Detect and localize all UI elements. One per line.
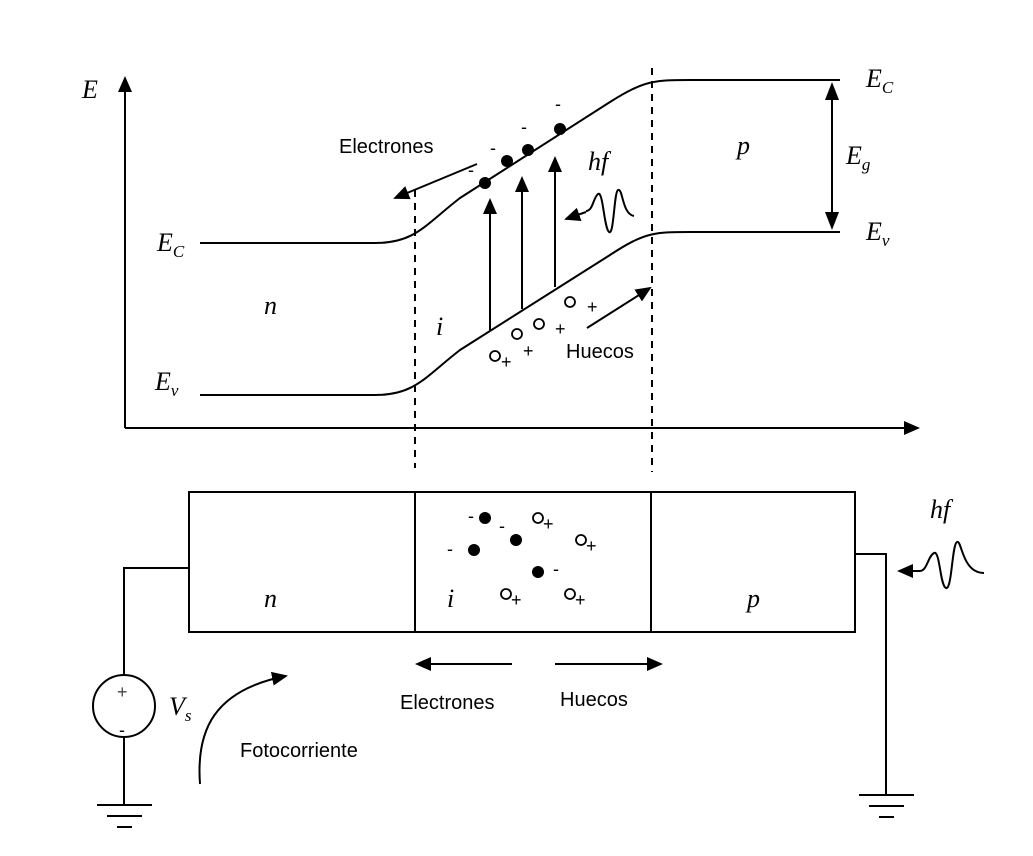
device-region-p-label: p: [745, 584, 760, 613]
conduction-band-edge: [200, 79, 840, 244]
ec-right-label: EC: [865, 64, 894, 97]
electrons-drift-arrow: [393, 163, 478, 200]
device-holes-label: Huecos: [560, 689, 628, 711]
photon-label: hf: [588, 147, 612, 176]
hole-circle: [533, 318, 545, 330]
electron-dot: [510, 534, 522, 546]
right-lead-wire: [855, 553, 887, 794]
hole-charge: +: [511, 590, 522, 610]
left-lead-wire: [123, 567, 189, 675]
region-n-label: n: [264, 291, 277, 320]
hole-charge: +: [586, 536, 597, 556]
electron-charge: -: [555, 94, 561, 114]
electron-dot: [501, 155, 513, 167]
hole-charge: +: [543, 514, 554, 534]
bandgap-label: Eg: [845, 141, 870, 174]
device-electrons-label: Electrones: [400, 692, 495, 714]
holes-drift-label: Huecos: [566, 341, 634, 363]
voltage-source-label: Vs: [169, 692, 192, 725]
hole-circle: [500, 588, 512, 600]
hole-circle: [489, 350, 501, 362]
electron-charge: -: [499, 516, 505, 536]
hole-charge: +: [555, 319, 566, 339]
electron-dot: [522, 144, 534, 156]
photon-arrow: [564, 207, 587, 221]
device-region-n-label: n: [264, 584, 277, 613]
electron-dot: [479, 177, 491, 189]
hole-charge: +: [501, 352, 512, 372]
electron-charge: -: [521, 117, 527, 137]
hole-charge: +: [587, 297, 598, 317]
voltage-source-plus: +: [117, 682, 128, 702]
valence-band-edge: [200, 231, 840, 396]
electron-charge: -: [447, 539, 453, 559]
bandgap-arrowhead-bottom: [825, 212, 839, 230]
ec-left-label: EC: [156, 228, 185, 261]
hole-circle: [564, 296, 576, 308]
hole-circle: [564, 588, 576, 600]
electron-dot: [468, 544, 480, 556]
photocurrent-label: Fotocorriente: [240, 740, 358, 762]
region-p-label: p: [735, 131, 750, 160]
electron-charge: -: [553, 559, 559, 579]
bandgap-arrowhead-top: [825, 82, 839, 100]
electron-dot: [479, 512, 491, 524]
ev-left-label: Ev: [154, 367, 179, 400]
electrons-drift-label: Electrones: [339, 136, 434, 158]
device-region-i-label: i: [447, 584, 454, 613]
hole-charge: +: [575, 590, 586, 610]
hole-circle: [575, 534, 587, 546]
electron-dot: [532, 566, 544, 578]
photon-wave-icon: [585, 188, 635, 234]
ev-right-label: Ev: [865, 217, 890, 250]
electron-charge: -: [468, 506, 474, 526]
photocurrent-arrow: [198, 671, 288, 785]
device-diagram: n i p - - - - + + + + Electrones Huecos …: [92, 491, 985, 828]
energy-axis-label: E: [81, 75, 98, 104]
region-i-label: i: [436, 312, 443, 341]
band-diagram: E EC Ev EC Ev Eg n i p - - - -: [81, 64, 920, 472]
hole-charge: +: [523, 341, 534, 361]
electron-charge: -: [490, 138, 496, 158]
device-body: [188, 491, 856, 633]
electron-charge: -: [468, 160, 474, 180]
device-photon-wave-icon: [919, 540, 985, 590]
device-photon-label: hf: [930, 495, 954, 524]
holes-drift-arrow: [586, 286, 652, 329]
voltage-source-minus: -: [119, 720, 125, 740]
hole-circle: [532, 512, 544, 524]
hole-circle: [511, 328, 523, 340]
electron-dot: [554, 123, 566, 135]
